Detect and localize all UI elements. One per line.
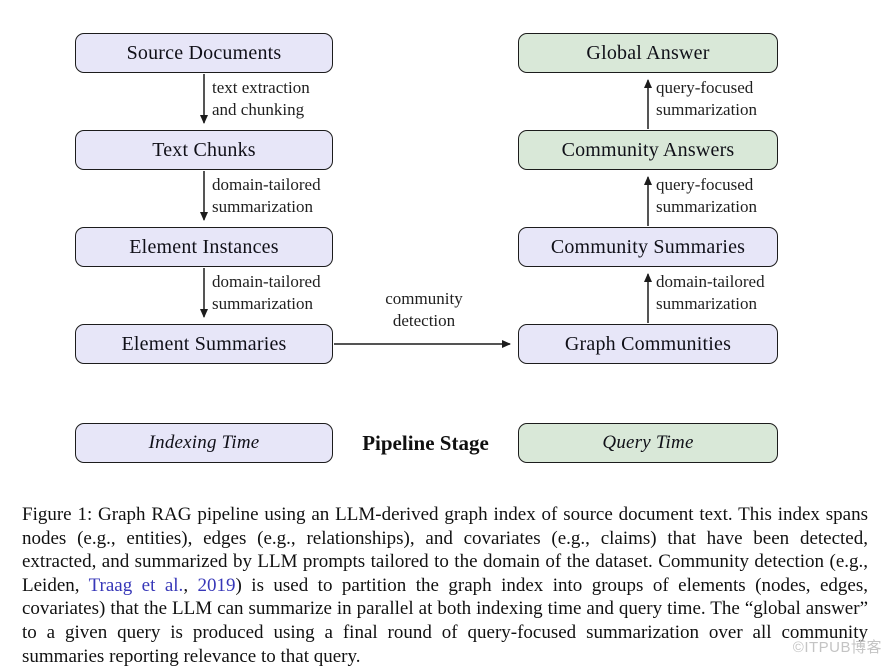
- legend-pipeline-stage: Pipeline Stage: [362, 431, 489, 455]
- caption-text: ,: [183, 574, 198, 596]
- node-element-summaries: Element Summaries: [75, 324, 333, 364]
- edge-label-line: query-focused: [656, 78, 754, 97]
- node-graph-communities: Graph Communities: [518, 324, 778, 364]
- edge-label-line: community: [385, 289, 463, 308]
- edge-label-query-focused-1: query-focused summarization: [656, 77, 757, 121]
- edge-label-line: and chunking: [212, 100, 305, 119]
- legend-indexing-time: Indexing Time: [75, 423, 333, 463]
- edge-label-line: query-focused: [656, 175, 754, 194]
- edge-label-line: detection: [392, 311, 456, 330]
- edge-label-line: summarization: [656, 294, 758, 313]
- node-source-documents: Source Documents: [75, 33, 333, 73]
- edge-label-line: summarization: [212, 294, 314, 313]
- edge-label-line: domain-tailored: [212, 272, 321, 291]
- citation-link-traag[interactable]: Traag et al.: [88, 574, 184, 596]
- node-element-instances: Element Instances: [75, 227, 333, 267]
- edge-label-line: domain-tailored: [656, 272, 765, 291]
- edge-label-line: summarization: [656, 197, 758, 216]
- itpub-watermark: ©ITPUB博客: [792, 639, 882, 656]
- caption-text: Figure 1: Graph RAG pipeline using an LL…: [22, 504, 868, 596]
- edge-label-text-extraction: text extraction and chunking: [212, 77, 310, 121]
- citation-link-2019[interactable]: 2019: [197, 574, 236, 596]
- node-text-chunks: Text Chunks: [75, 130, 333, 170]
- edge-label-domain-tailored-3: domain-tailored summarization: [656, 271, 765, 315]
- edge-label-domain-tailored-1: domain-tailored summarization: [212, 174, 321, 218]
- edge-label-community-detection: community detection: [338, 288, 510, 332]
- node-community-summaries: Community Summaries: [518, 227, 778, 267]
- edge-label-line: text extraction: [212, 78, 310, 97]
- node-global-answer: Global Answer: [518, 33, 778, 73]
- figure-caption: Figure 1: Graph RAG pipeline using an LL…: [22, 503, 868, 668]
- edge-label-query-focused-2: query-focused summarization: [656, 174, 757, 218]
- node-community-answers: Community Answers: [518, 130, 778, 170]
- pipeline-arrows: [200, 74, 652, 348]
- legend-query-time: Query Time: [518, 423, 778, 463]
- edge-label-line: domain-tailored: [212, 175, 321, 194]
- edge-label-domain-tailored-2: domain-tailored summarization: [212, 271, 321, 315]
- edge-label-line: summarization: [212, 197, 314, 216]
- edge-label-line: summarization: [656, 100, 758, 119]
